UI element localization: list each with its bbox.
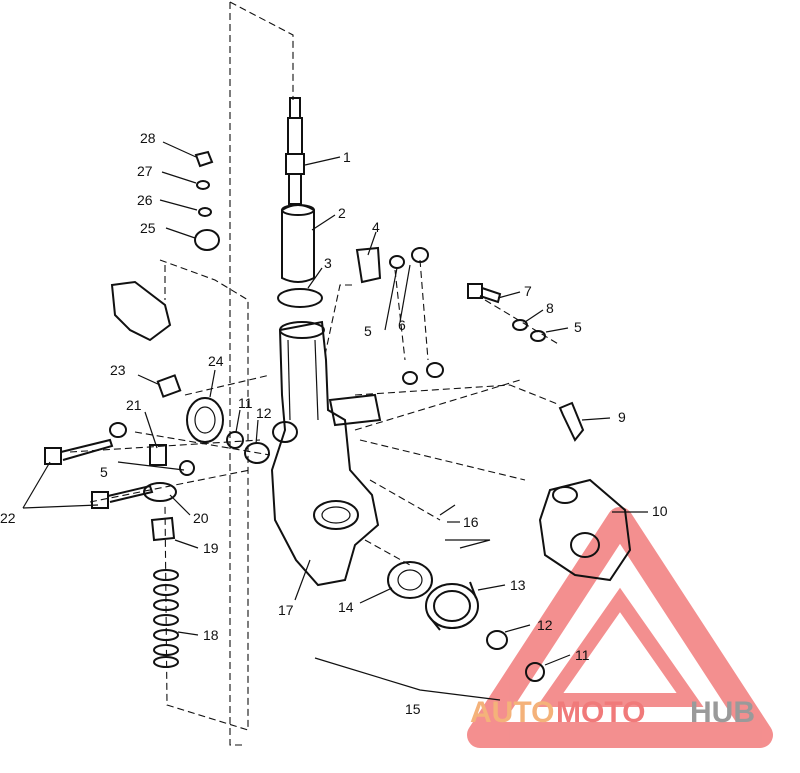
- callout-26: 26: [137, 192, 153, 208]
- watermark-text: AUTO MOTO HUB: [470, 696, 755, 729]
- strut-tube-part-2: [281, 204, 315, 283]
- bushing-part-23: [156, 374, 182, 398]
- upper-mount-bracket: [110, 280, 172, 342]
- callout-19: 19: [203, 540, 219, 556]
- callout-23: 23: [110, 362, 126, 378]
- bolt-part-7: [467, 283, 502, 304]
- leader-lines: [22, 141, 648, 701]
- washer-part-5b: [530, 330, 546, 342]
- callout-6: 6: [398, 317, 406, 333]
- callout-5c: 5: [100, 464, 108, 480]
- nut-part-6a: [411, 247, 429, 263]
- washer-part-5a: [389, 255, 405, 269]
- nut-part-11a: [226, 431, 244, 449]
- watermark-hub: HUB: [690, 696, 755, 729]
- seal-ring-part-3: [277, 288, 323, 308]
- washer-part-5c: [109, 422, 127, 438]
- callout-28: 28: [140, 130, 156, 146]
- assembly-lines: [69, 1, 561, 746]
- caliper-part-10: [538, 478, 632, 582]
- bolt-part-22b: [91, 484, 154, 509]
- nut-part-19: [150, 516, 176, 542]
- pad-part-9: [558, 401, 585, 442]
- callout-labels: 1 2 3 4 5 6 7 8 5 9 10 11 12 13 14 15 16…: [0, 130, 668, 717]
- callout-11b: 11: [575, 647, 590, 663]
- bushing-part-21: [149, 444, 167, 466]
- callout-17: 17: [278, 602, 294, 618]
- washer-part-8: [512, 319, 528, 331]
- watermark-auto: AUTO: [470, 696, 554, 729]
- nut-part-28: [194, 150, 214, 168]
- callout-18: 18: [203, 627, 219, 643]
- watermark-moto: MOTO: [556, 696, 645, 729]
- washer-part-5d: [179, 460, 195, 476]
- bushing-part-25: [194, 229, 220, 251]
- callout-1: 1: [343, 149, 351, 165]
- washer-part-12b: [486, 630, 508, 650]
- callout-9: 9: [618, 409, 626, 425]
- callout-3: 3: [324, 255, 332, 271]
- callout-16: 16: [463, 514, 479, 530]
- callout-21: 21: [126, 397, 142, 413]
- callout-20: 20: [193, 510, 209, 526]
- washer-part-27: [196, 180, 210, 190]
- callout-15: 15: [405, 701, 421, 717]
- steering-knuckle-part-17: [270, 320, 382, 587]
- spring-part-18: [153, 569, 179, 668]
- callout-12b: 12: [537, 617, 553, 633]
- callout-25: 25: [140, 220, 156, 236]
- washer-part-12a: [244, 442, 270, 464]
- bracket-part-4: [355, 246, 382, 284]
- callout-4: 4: [372, 219, 380, 235]
- washer-part-20: [143, 482, 177, 502]
- callout-12a: 12: [256, 405, 272, 421]
- callout-14: 14: [338, 599, 354, 615]
- bearing-part-24: [186, 397, 224, 443]
- bearing-part-13: [425, 581, 479, 631]
- cotter-pin-part-16: [439, 504, 491, 549]
- washer-part-26: [198, 207, 212, 217]
- callout-13: 13: [510, 577, 526, 593]
- washer-part-5a2: [402, 371, 418, 385]
- callout-10: 10: [652, 503, 668, 519]
- bolt-part-22a: [44, 438, 114, 465]
- callout-5b: 5: [574, 319, 582, 335]
- dust-seal-part-14: [387, 561, 433, 599]
- callout-22: 22: [0, 510, 16, 526]
- callout-2: 2: [338, 205, 346, 221]
- callout-24: 24: [208, 353, 224, 369]
- strut-shaft-part-1: [285, 97, 305, 205]
- callout-11a: 11: [238, 395, 253, 411]
- nut-part-11b: [525, 662, 545, 682]
- nut-part-6b: [426, 362, 444, 378]
- callout-27: 27: [137, 163, 153, 179]
- callout-7: 7: [524, 283, 532, 299]
- callout-5a: 5: [364, 323, 372, 339]
- callout-8: 8: [546, 300, 554, 316]
- watermark-triangle-logo: [467, 507, 773, 748]
